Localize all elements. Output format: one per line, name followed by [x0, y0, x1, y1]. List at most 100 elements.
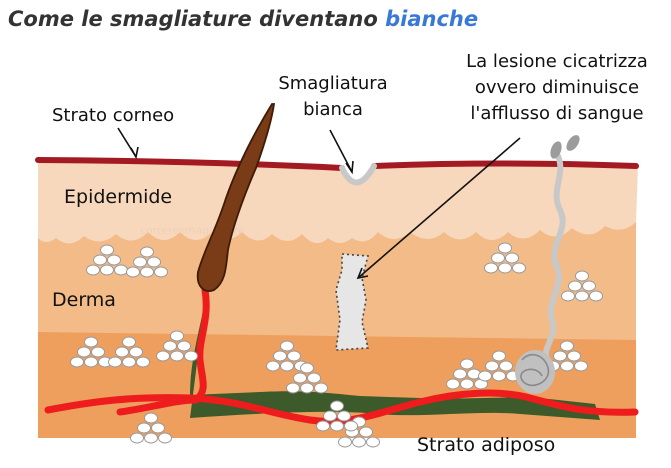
- label-lesion-line2: ovvero diminuisce: [475, 77, 639, 98]
- white-stretch-mark-dip: [339, 163, 377, 186]
- fat-cell: [307, 372, 321, 384]
- fat-cell: [133, 256, 147, 268]
- fat-cell: [314, 382, 328, 394]
- label-epidermis: Epidermide: [64, 186, 172, 208]
- fat-cell: [453, 368, 467, 380]
- fat-cell: [352, 436, 366, 448]
- fat-cell: [567, 350, 581, 362]
- fat-cell: [344, 420, 358, 432]
- fat-cell: [170, 330, 184, 342]
- fat-cell: [108, 356, 122, 368]
- fat-cell: [330, 420, 344, 432]
- vessel-end-left: [550, 141, 562, 159]
- fat-cell: [553, 350, 567, 362]
- fat-cell: [280, 340, 294, 352]
- fat-cell: [70, 356, 84, 368]
- fat-cell: [170, 350, 184, 362]
- hair-follicle: [196, 103, 276, 292]
- pointer-lesion-head: [356, 267, 369, 280]
- fat-cell: [330, 400, 344, 412]
- fat-cell: [359, 426, 373, 438]
- fat-cell: [154, 266, 168, 278]
- pointer-stratum-corneum-head: [130, 146, 139, 160]
- label-white-stretch-mark-line2: bianca: [303, 99, 363, 120]
- fat-cell: [84, 356, 98, 368]
- fat-cell: [140, 266, 154, 278]
- fat-cell: [126, 266, 140, 278]
- stratum-corneum-line: [35, 157, 345, 171]
- fat-cell: [84, 336, 98, 348]
- fat-cell: [293, 372, 307, 384]
- fat-cell: [177, 340, 191, 352]
- fat-cell: [446, 378, 460, 390]
- fat-cell: [300, 362, 314, 374]
- blood-vessel-branch-left: [116, 396, 200, 416]
- fat-cell: [163, 340, 177, 352]
- label-dermis: Derma: [52, 289, 116, 311]
- fat-cell: [560, 340, 574, 352]
- fat-cell: [575, 290, 589, 302]
- fat-cell: [316, 420, 330, 432]
- fat-cell: [499, 360, 513, 372]
- fat-cell: [492, 350, 506, 362]
- fat-cell: [144, 432, 158, 444]
- fat-cell: [137, 422, 151, 434]
- fat-cell: [91, 346, 105, 358]
- fat-cell: [589, 290, 603, 302]
- fat-cell: [491, 252, 505, 264]
- fat-cell: [156, 350, 170, 362]
- fat-cell: [129, 346, 143, 358]
- title-main: Come le smagliature diventano: [8, 7, 378, 31]
- stratum-corneum-line-right: [371, 160, 639, 169]
- fat-cell: [574, 360, 588, 372]
- fat-cell: [498, 262, 512, 274]
- vessel-knot-detail: [520, 353, 550, 386]
- fat-cell: [560, 360, 574, 372]
- vessel-end-right: [566, 135, 580, 151]
- fat-cell: [115, 346, 129, 358]
- fat-cell: [273, 350, 287, 362]
- fat-cell: [140, 246, 154, 258]
- fat-cell: [366, 436, 380, 448]
- fat-cell: [100, 244, 114, 256]
- fat-cell: [484, 262, 498, 274]
- title-accent: bianche: [385, 7, 479, 31]
- fat-cell: [485, 360, 499, 372]
- fat-cell: [158, 432, 172, 444]
- fat-cell: [147, 256, 161, 268]
- label-lesion-line1: La lesione cicatrizza: [466, 51, 648, 72]
- diagram-title: Come le smagliature diventano bianche: [8, 7, 478, 31]
- fat-cell: [130, 432, 144, 444]
- fat-cell: [184, 350, 198, 362]
- label-white-stretch-mark-line1: Smagliatura: [278, 73, 387, 94]
- fat-cell: [338, 436, 352, 448]
- epidermis-layer: [38, 162, 638, 244]
- pointer-white-stretch-mark: [329, 129, 353, 173]
- fat-cell: [136, 356, 150, 368]
- fat-cell: [266, 360, 280, 372]
- fat-cell: [286, 382, 300, 394]
- label-adipose: Strato adiposo: [417, 434, 555, 456]
- label-lesion-line3: l'afflusso di sangue: [470, 103, 643, 124]
- fat-cell: [582, 280, 596, 292]
- fat-cell: [93, 254, 107, 266]
- fat-cell: [114, 264, 128, 276]
- fat-cell: [144, 412, 158, 424]
- label-stratum-corneum: Strato corneo: [52, 105, 174, 126]
- fat-cell: [478, 370, 492, 382]
- fat-cell: [287, 350, 301, 362]
- receding-vessel: [543, 153, 566, 365]
- pointer-lesion: [357, 137, 521, 279]
- fat-cell: [460, 378, 474, 390]
- fat-cell: [280, 360, 294, 372]
- fat-cell: [492, 370, 506, 382]
- fat-cell: [107, 254, 121, 266]
- fat-cell: [575, 270, 589, 282]
- fat-cell: [323, 410, 337, 422]
- pointer-white-stretch-mark-head: [345, 160, 354, 175]
- fat-cell: [151, 422, 165, 434]
- blood-vessel-branch: [192, 286, 210, 404]
- fat-cell: [505, 252, 519, 264]
